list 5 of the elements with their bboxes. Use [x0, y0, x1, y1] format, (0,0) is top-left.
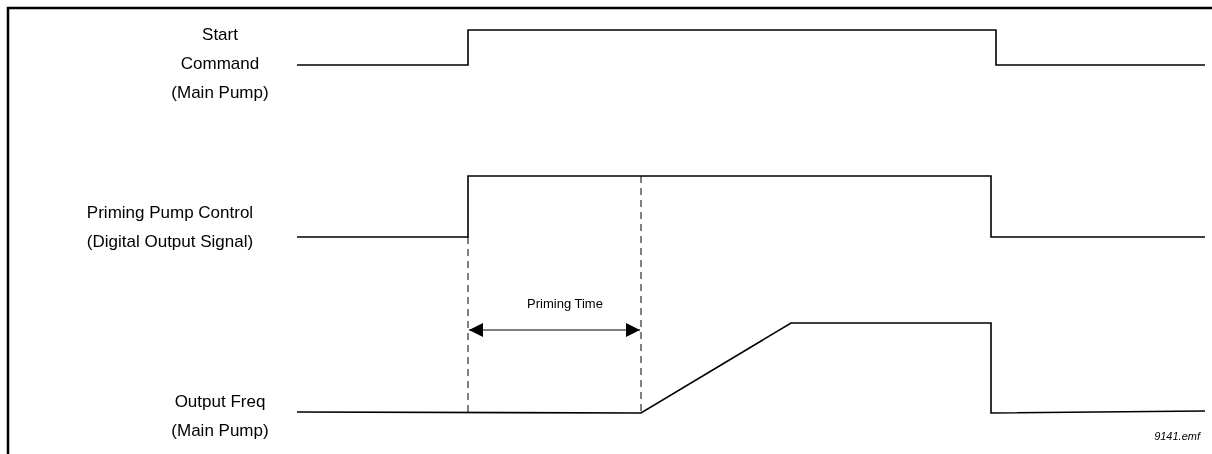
signal-name: Output Freq (Main Pump): [170, 391, 270, 442]
signal-name: Priming Pump Control (Digital Output Signal): [85, 202, 255, 253]
signal-name: Start Command (Main Pump): [170, 24, 270, 104]
figure-file-name: 9141.emf: [1153, 429, 1200, 444]
dimension-label: Priming Time: [526, 295, 604, 313]
